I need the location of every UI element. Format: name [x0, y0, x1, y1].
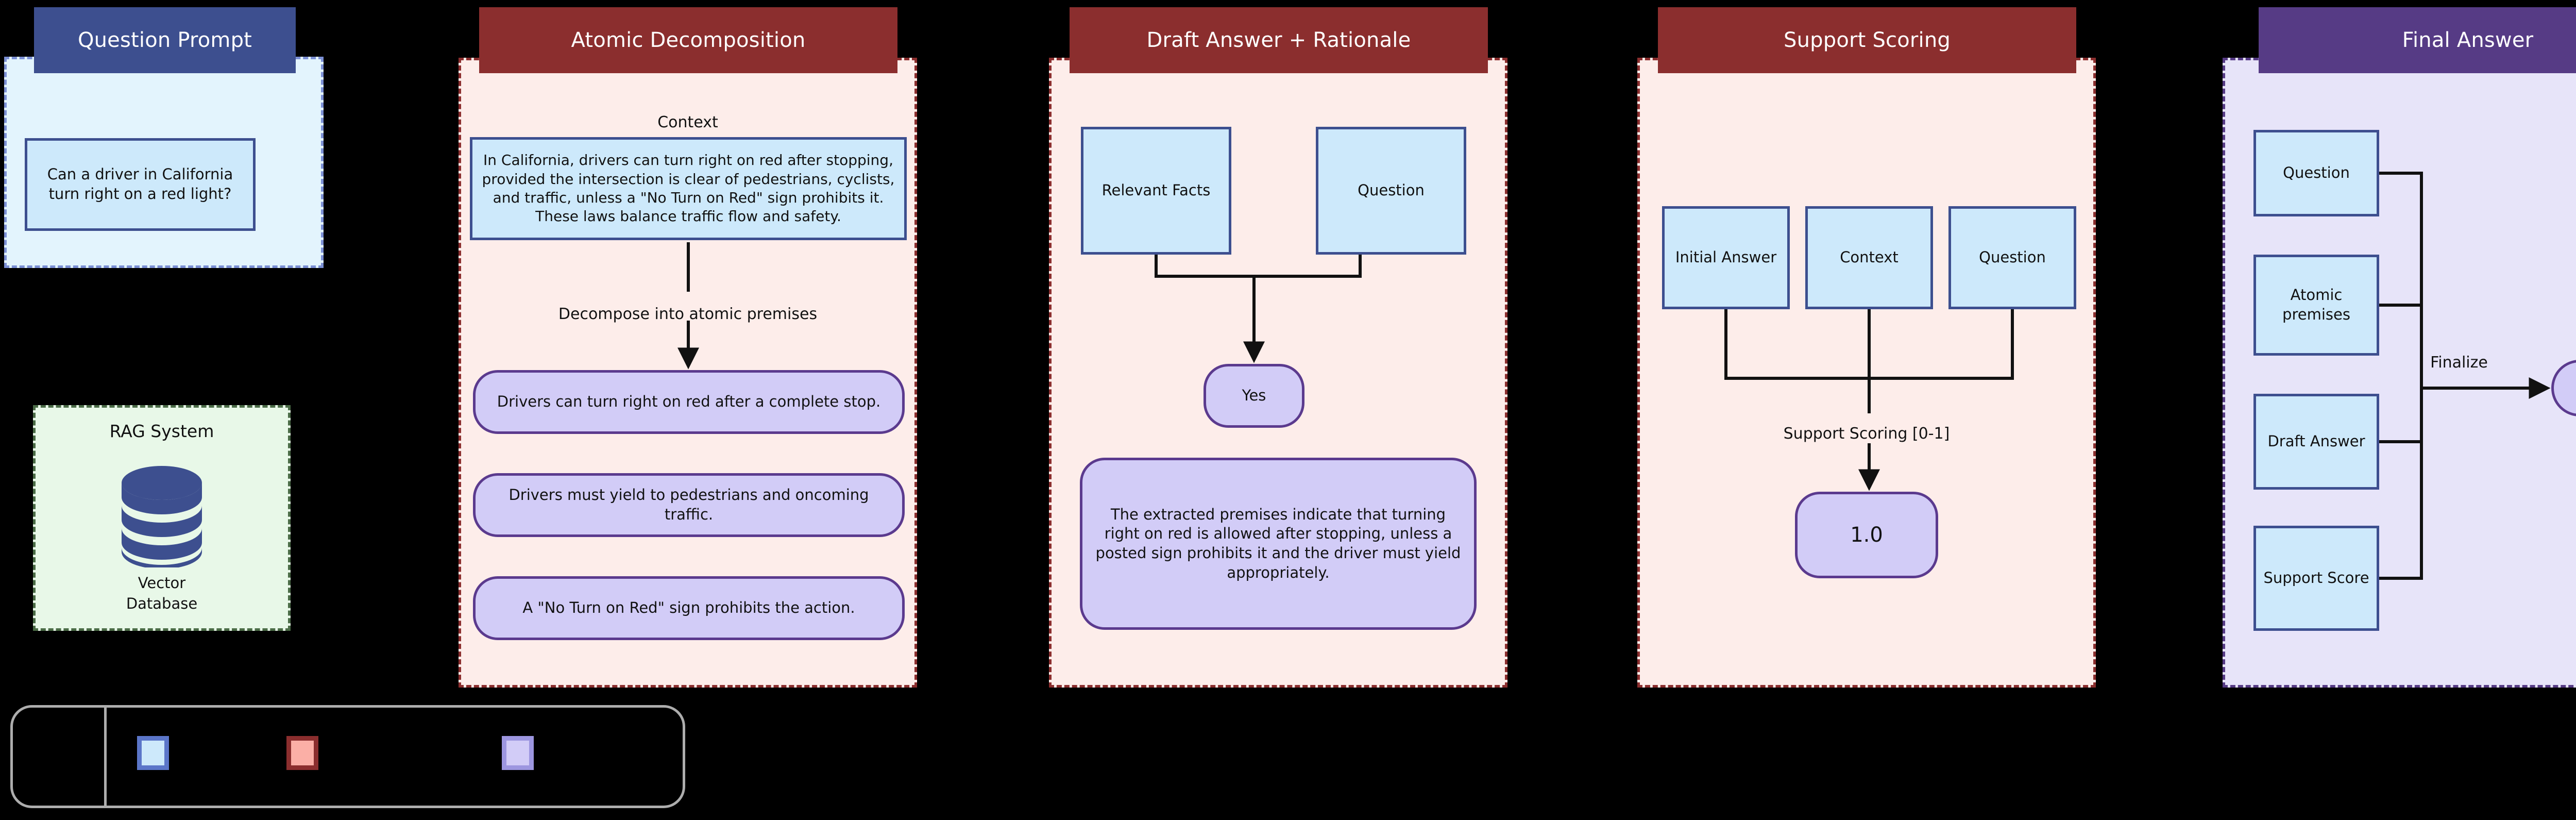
context-text-box: In California, drivers can turn right on… — [470, 137, 907, 240]
decompose-edge-label: Decompose into atomic premises — [558, 305, 818, 323]
legend-divider — [104, 705, 107, 808]
final-input-atomic-premises: Atomic premises — [2253, 255, 2379, 356]
rag-system-box: RAG System Vector Database — [33, 405, 291, 631]
rationale-node: The extracted premises indicate that tur… — [1080, 458, 1477, 630]
premise-3: A "No Turn on Red" sign prohibits the ac… — [473, 576, 905, 640]
premise-2: Drivers must yield to pedestrians and on… — [473, 473, 905, 537]
context-label: Context — [657, 113, 718, 131]
legend-swatch-blue — [137, 736, 169, 770]
support-scoring-edge-label: Support Scoring [0-1] — [1783, 425, 1950, 443]
draft-answer-node: Yes — [1204, 364, 1304, 428]
support-score-node: 1.0 — [1795, 492, 1938, 578]
legend — [10, 705, 685, 808]
finalize-edge-label: Finalize — [2430, 354, 2488, 372]
context-box-scoring: Context — [1805, 206, 1933, 309]
database-cylinder-icon — [120, 464, 204, 569]
panel-title-final-answer: Final Answer — [2259, 7, 2576, 73]
initial-answer-box: Initial Answer — [1662, 206, 1790, 309]
legend-swatch-red — [286, 736, 318, 770]
final-input-draft-answer: Draft Answer — [2253, 394, 2379, 490]
rag-system-caption-line2: Database — [126, 595, 198, 612]
premise-1: Drivers can turn right on red after a co… — [473, 370, 905, 434]
final-input-support-score: Support Score — [2253, 526, 2379, 631]
rag-system-caption-line1: Vector — [138, 574, 186, 592]
panel-title-question-prompt: Question Prompt — [34, 7, 296, 73]
question-text-box: Can a driver in California turn right on… — [25, 138, 256, 231]
panel-title-atomic-decomposition: Atomic Decomposition — [479, 7, 897, 73]
panel-support-scoring — [1637, 58, 2096, 688]
legend-swatch-purple — [502, 736, 534, 770]
relevant-facts-box: Relevant Facts — [1081, 127, 1231, 255]
rag-system-title: RAG System — [109, 421, 214, 441]
panel-title-support-scoring: Support Scoring — [1658, 7, 2076, 73]
panel-title-draft-answer-rationale: Draft Answer + Rationale — [1070, 7, 1488, 73]
question-box-scoring: Question — [1948, 206, 2076, 309]
final-input-question: Question — [2253, 130, 2379, 216]
question-box-draft: Question — [1316, 127, 1466, 255]
